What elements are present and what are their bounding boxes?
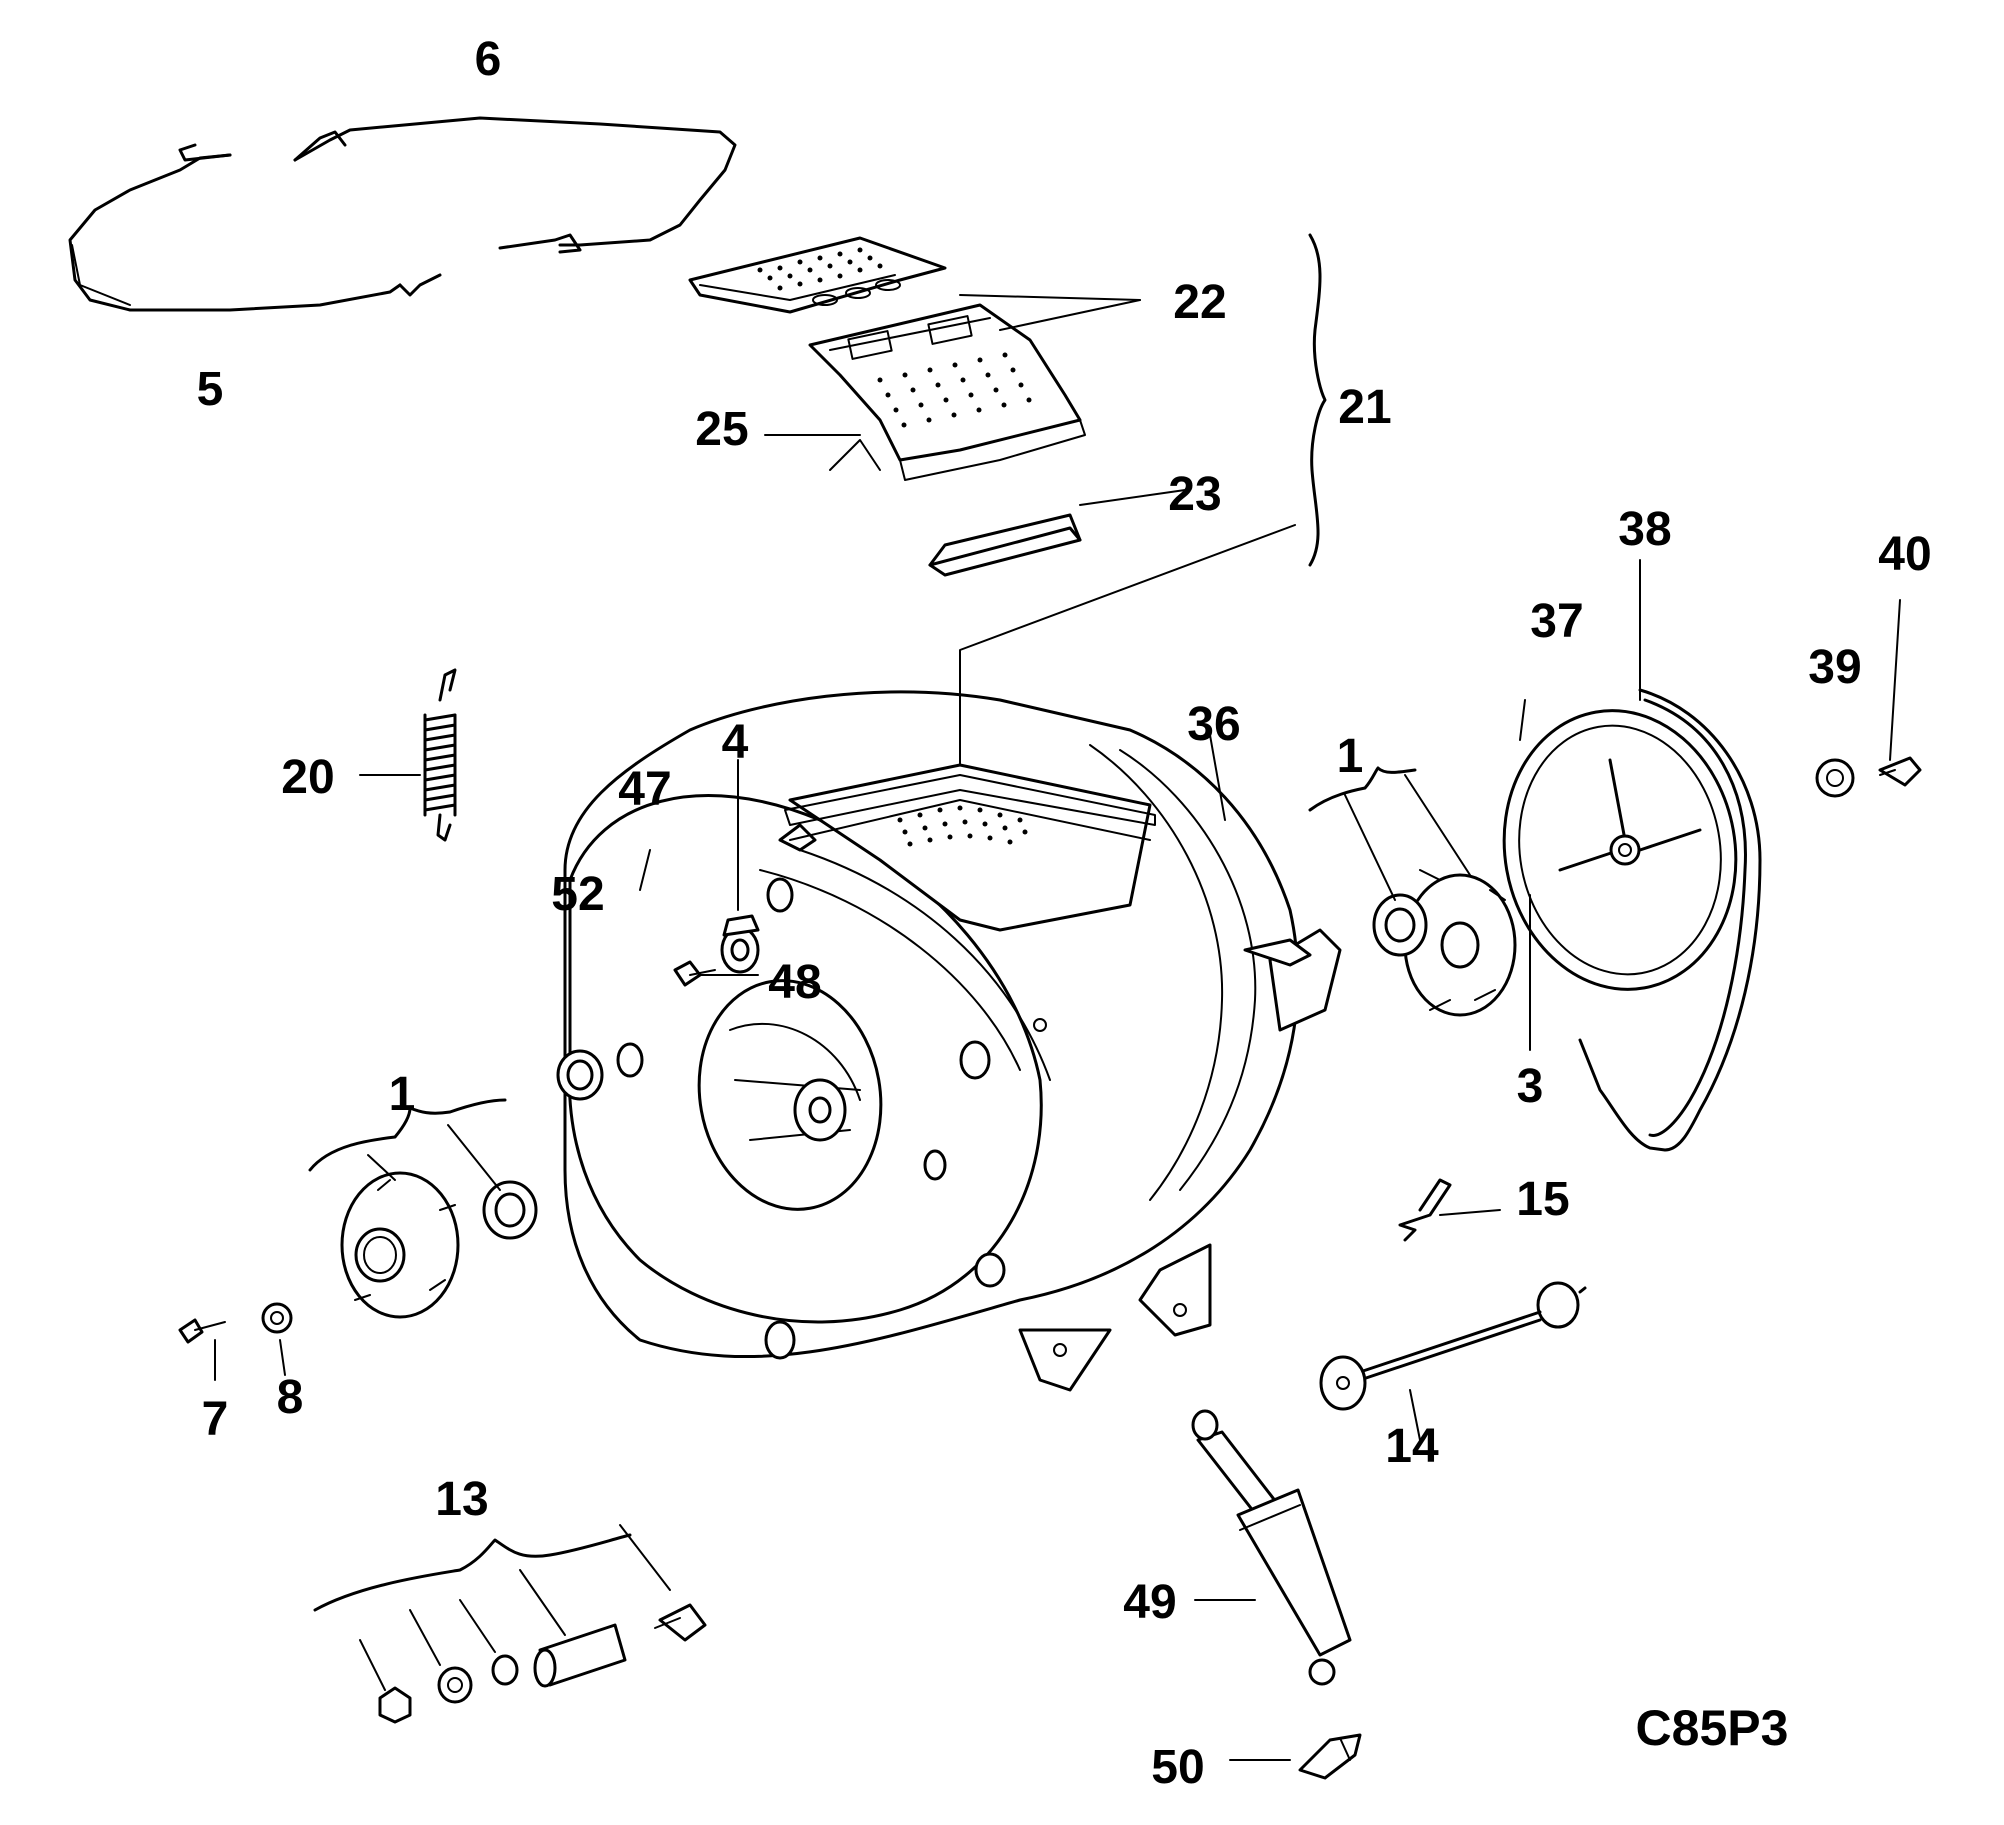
leader-21 [959,524,1296,766]
wire-clamp-ring [68,116,737,312]
label-14: 14 [1385,1420,1439,1473]
label-3: 3 [1517,1060,1544,1113]
shaft-14 [1319,1281,1587,1411]
label-7: 7 [202,1393,229,1446]
lower-baffle [808,303,1086,481]
diagram-code: C85P3 [1636,1700,1789,1756]
label-40: 40 [1878,528,1931,581]
label-39: 39 [1808,641,1861,694]
fastener-set-13 [378,1603,707,1724]
label-21: 21 [1338,381,1391,434]
label-37: 37 [1530,595,1583,648]
label-48: 48 [768,956,821,1009]
pulley-and-belt [1502,688,1762,1152]
shock-absorber [1191,1409,1352,1686]
label-22: 22 [1173,276,1226,329]
label-8: 8 [277,1371,304,1424]
label-1-right: 1 [1337,730,1364,783]
group-brace-21 [1308,233,1327,567]
label-50: 50 [1151,1741,1204,1794]
group-brace-1-left [308,1098,507,1172]
label-1-left: 1 [389,1068,416,1121]
seal-strip [928,513,1082,577]
label-15: 15 [1516,1173,1569,1226]
washer-39 [1815,758,1855,798]
grommet [556,1049,604,1101]
group-brace-13 [313,1533,632,1612]
bracket-50 [1298,1733,1362,1780]
bolt-40 [1878,756,1922,787]
label-52: 52 [551,868,604,921]
label-38: 38 [1618,503,1671,556]
label-4: 4 [722,716,749,769]
upper-baffle [688,236,947,314]
label-47: 47 [618,763,671,816]
label-36: 36 [1187,698,1240,751]
screw-7 [178,1318,226,1344]
label-6: 6 [475,33,502,86]
bracket-part [720,914,760,974]
label-13: 13 [435,1473,488,1526]
label-23: 23 [1168,468,1221,521]
clip-15 [1398,1178,1452,1242]
label-49: 49 [1123,1576,1176,1629]
label-20: 20 [281,751,334,804]
leader-lines [214,294,1901,1761]
spring [423,668,457,842]
label-25: 25 [695,403,748,456]
bearing-seal-left [340,1171,538,1319]
group-brace-1-right [1308,766,1417,812]
tub-inlet-collar [784,763,1156,932]
bearing-seal-right [1372,861,1547,1017]
washer-8 [261,1302,293,1334]
label-5: 5 [197,363,224,416]
